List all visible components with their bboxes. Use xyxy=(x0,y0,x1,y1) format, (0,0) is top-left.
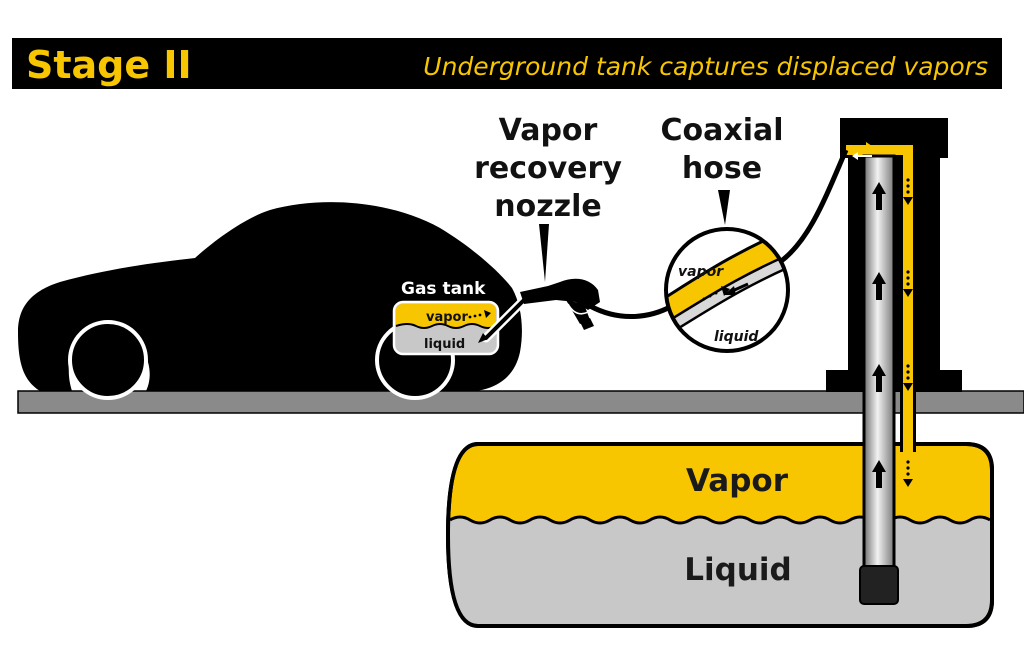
dotted-down-arrow-icon xyxy=(903,460,913,487)
title-banner: Stage II Underground tank captures displ… xyxy=(12,38,1002,89)
hose-liquid-label: liquid xyxy=(714,329,759,345)
hose-label-line-2: hose xyxy=(682,151,762,186)
hose-liquid-arrow-icon xyxy=(724,286,736,295)
nozzle-callout: Vapor recovery nozzle xyxy=(474,113,622,282)
fill-pipe xyxy=(484,298,526,340)
nozzle-handle xyxy=(566,300,590,324)
nozzle-trigger-guard xyxy=(567,303,589,315)
car-gas-tank: Gas tank vapor liquid xyxy=(392,279,500,356)
fuel-down-arrow-icon xyxy=(478,333,488,343)
gas-tank-surface xyxy=(395,323,497,329)
liquid-supply-pipe xyxy=(862,154,896,572)
car xyxy=(18,202,522,400)
car-liquid-label: liquid xyxy=(424,337,465,352)
nozzle-label-line-3: nozzle xyxy=(494,189,602,224)
underground-tank: Vapor Liquid xyxy=(445,442,994,628)
hose-entry-arrows xyxy=(852,142,872,160)
nozzle-pointer xyxy=(539,224,549,282)
tank-vapor-label: Vapor xyxy=(686,463,789,499)
tank-outline xyxy=(445,442,994,628)
submersible-pump xyxy=(859,565,899,605)
nozzle-body xyxy=(520,278,600,310)
up-arrow-icon xyxy=(872,272,886,300)
hose-label-line-1: Coaxial xyxy=(660,113,783,148)
banner-title: Stage II xyxy=(26,43,192,87)
vapor-recovery-nozzle xyxy=(520,278,600,330)
gas-tank-label: Gas tank xyxy=(401,279,486,299)
banner-background xyxy=(12,38,1002,89)
gas-tank-vapor xyxy=(396,304,496,328)
liquid-flow-arrows xyxy=(872,182,886,488)
hose-pointer xyxy=(718,190,730,225)
tank-liquid-surface xyxy=(449,515,991,525)
front-wheel xyxy=(68,320,148,400)
coaxial-hose-upper xyxy=(778,149,849,265)
hose-cross-section: vapor liquid xyxy=(664,227,790,353)
banner-subtitle: Underground tank captures displaced vapo… xyxy=(423,52,988,81)
car-vapor-label: vapor xyxy=(426,310,468,325)
dotted-down-arrow-icon xyxy=(903,178,913,205)
hose-vapor-arrow-icon xyxy=(702,286,730,301)
up-arrow-icon xyxy=(872,460,886,488)
up-arrow-icon xyxy=(872,364,886,392)
tank-liquid-label: Liquid xyxy=(684,552,791,588)
up-arrow-icon xyxy=(872,182,886,210)
nozzle-label-line-2: recovery xyxy=(474,151,622,186)
vapor-flow-arrows xyxy=(903,178,913,487)
coaxial-hose-lower xyxy=(588,303,674,319)
magnifier-ring xyxy=(664,227,790,353)
vapor-return-line xyxy=(846,145,913,452)
car-vapor-arrow-icon xyxy=(468,310,491,319)
tank-liquid-region xyxy=(450,517,990,624)
dotted-down-arrow-icon xyxy=(903,364,913,391)
dotted-down-arrow-icon xyxy=(903,270,913,297)
hose-callout: Coaxial hose xyxy=(660,113,784,225)
hose-vapor-label: vapor xyxy=(678,264,724,280)
nozzle-grip xyxy=(580,318,594,330)
ground-strip xyxy=(17,390,1024,414)
nozzle-label-line-1: Vapor xyxy=(499,113,598,148)
